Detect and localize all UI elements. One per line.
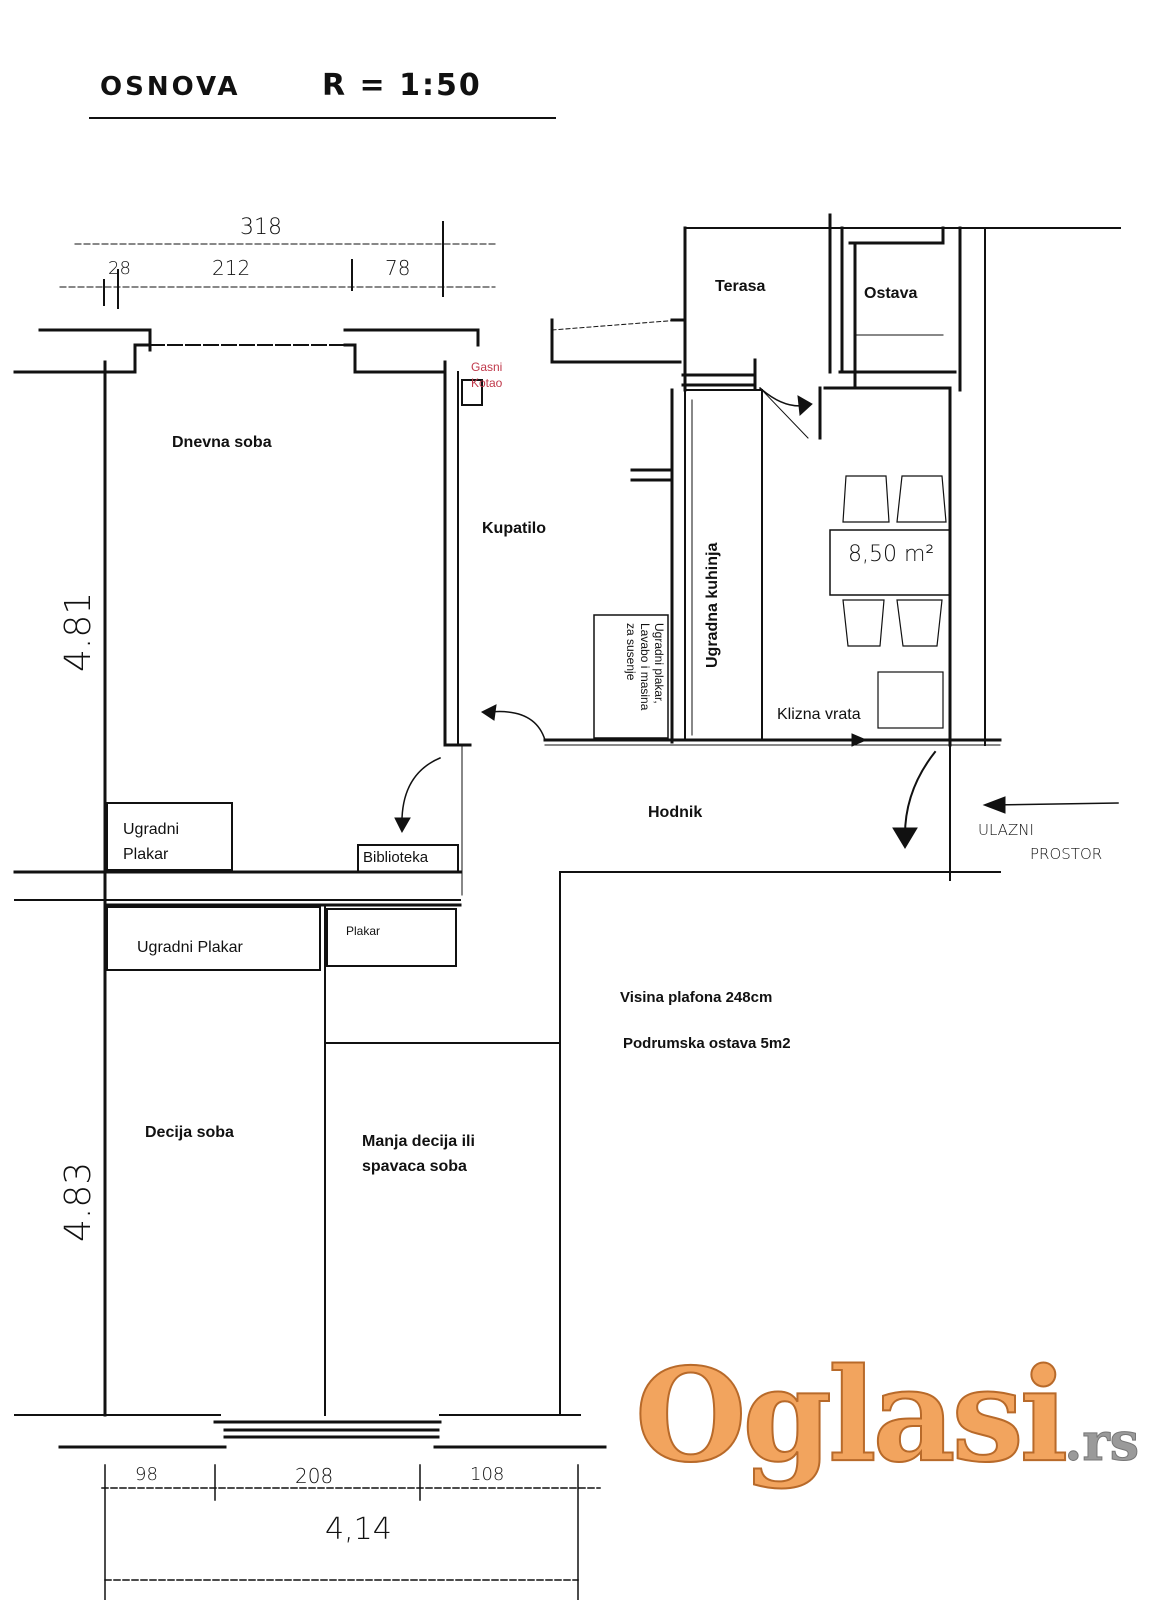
entrance-line: PROSTOR — [1030, 845, 1103, 863]
entry-door-arrow — [903, 750, 937, 837]
appliance-box — [877, 671, 944, 729]
kitchen-counter — [684, 389, 763, 741]
entrance-arrow — [989, 802, 1119, 806]
wardrobe-top-box — [106, 802, 233, 871]
bath-cabinet-box — [593, 614, 669, 739]
gas-boiler-line: Kotao — [471, 376, 503, 390]
bath-cabinet-line: Lavabo i masina — [638, 623, 652, 711]
chair — [896, 475, 947, 523]
room-label-hallway: Hodnik — [648, 804, 703, 821]
dim-bottom-part: 98 — [135, 1464, 158, 1485]
bottom-dimension-lines — [101, 1464, 601, 1600]
wardrobe-lower-box — [106, 906, 321, 971]
small-wardrobe-label: Plakar — [346, 924, 381, 938]
chair — [842, 475, 890, 523]
logo-tld: .rs — [1064, 1412, 1140, 1473]
sliding-door-label: Klizna vrata — [777, 706, 861, 723]
dim-bottom-part: 208 — [295, 1464, 334, 1488]
room-label-kitchen: Ugradna kuhinja — [704, 542, 721, 668]
entrance-label: ULAZNI PROSTOR — [978, 818, 1102, 866]
dim-top-part: 28 — [108, 258, 131, 279]
library-box — [357, 844, 459, 873]
plan-title: OSNOVA — [100, 72, 241, 102]
dim-top-part: 78 — [385, 256, 411, 280]
library-label: Biblioteka — [363, 849, 429, 866]
basement-storage-note: Podrumska ostava 5m2 — [623, 1035, 791, 1052]
plan-scale: R = 1:50 — [322, 68, 482, 103]
walls — [13, 213, 1121, 1449]
bath-cabinet-line: Ugradni plakar, — [652, 623, 666, 704]
room-label-living-room: Dnevna soba — [172, 434, 272, 451]
dining-table — [829, 529, 951, 596]
room-label-bathroom: Kupatilo — [482, 520, 546, 537]
oglasi-logo-watermark: Oglasi.rs — [634, 1351, 1140, 1481]
dim-top-part: 212 — [212, 256, 251, 280]
wardrobe-lower-label: Ugradni Plakar — [137, 939, 243, 956]
room-label-small-room-2: spavaca soba — [362, 1158, 467, 1175]
gas-boiler-line: Gasni — [471, 360, 503, 374]
wardrobe-line: Ugradni — [123, 821, 180, 838]
gas-boiler-box — [461, 379, 483, 406]
entrance-line: ULAZNI — [978, 821, 1034, 839]
dim-bottom-total: 4,14 — [325, 1512, 392, 1547]
logo-brand: Oglasi — [634, 1341, 1069, 1491]
door-swing-arrow — [489, 710, 546, 741]
wardrobe-line: Plakar — [123, 846, 169, 863]
dim-left-lower: 4.83 — [58, 1161, 99, 1242]
top-dimension-ticks — [103, 221, 444, 309]
small-wardrobe-box — [326, 908, 457, 967]
dim-top-total: 318 — [240, 215, 282, 240]
chair — [896, 599, 943, 647]
chair — [842, 599, 885, 647]
room-label-kids-room: Decija soba — [145, 1124, 234, 1141]
kitchen-area-label: 8,50 m² — [848, 542, 935, 567]
ceiling-height-note: Visina plafona 248cm — [620, 989, 773, 1006]
room-label-terrace: Terasa — [715, 278, 766, 295]
dim-bottom-part: 108 — [470, 1464, 505, 1485]
room-label-small-room: Manja decija ili — [362, 1133, 475, 1150]
room-label-storage: Ostava — [864, 285, 918, 302]
bath-cabinet-line: za susenje — [624, 623, 638, 681]
top-dimension-lines — [59, 243, 496, 288]
dim-left-upper: 4.81 — [58, 591, 99, 672]
